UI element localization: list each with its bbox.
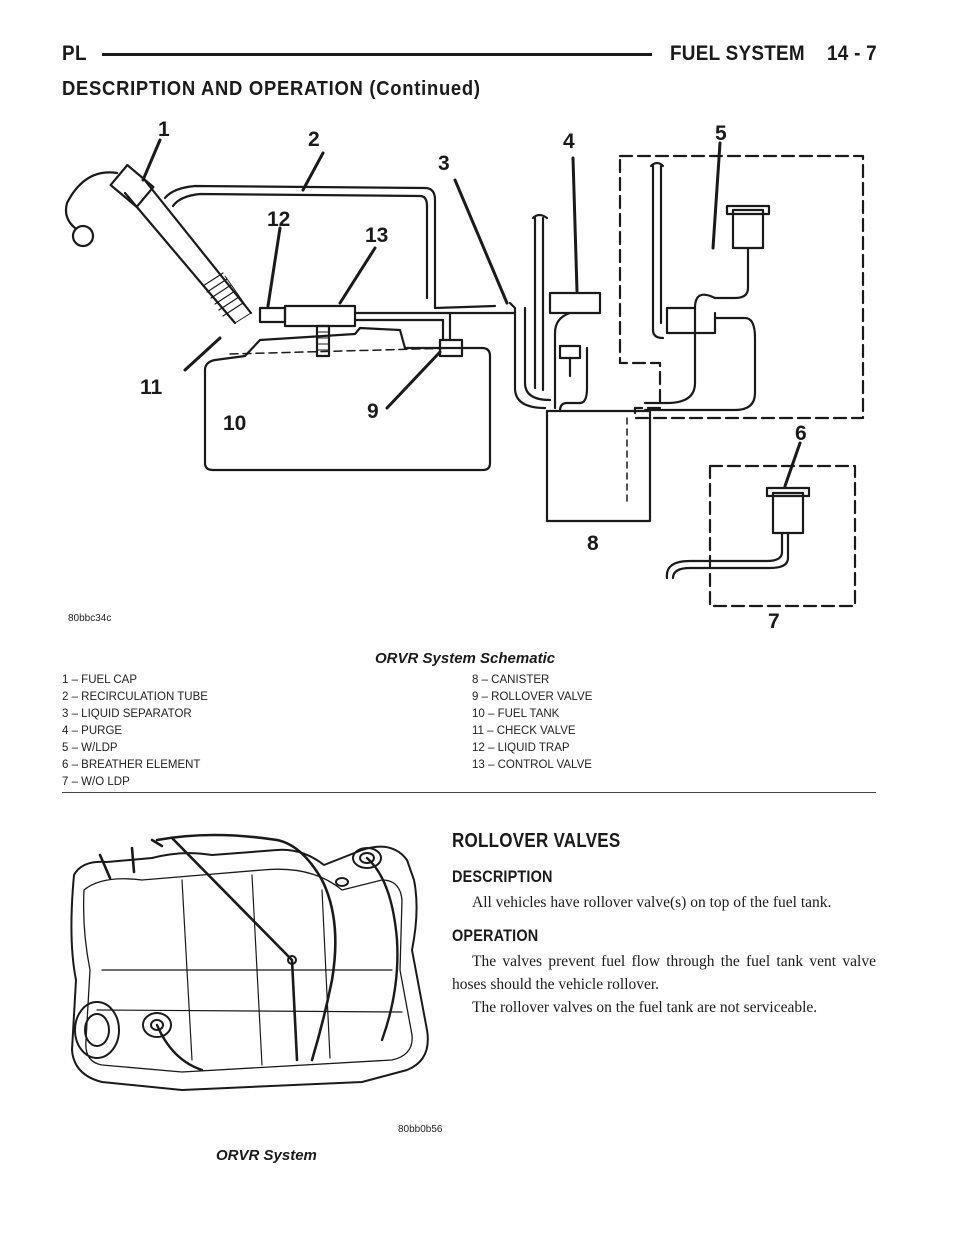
legend-item: 3 – LIQUID SEPARATOR <box>62 708 192 720</box>
callout-13: 13 <box>365 224 388 247</box>
description-heading: DESCRIPTION <box>452 867 553 886</box>
rollover-valves-article: ROLLOVER VALVES DESCRIPTION All vehicles… <box>452 830 876 1019</box>
legend-item: 6 – BREATHER ELEMENT <box>62 759 201 771</box>
article-title: ROLLOVER VALVES <box>452 830 621 852</box>
operation-heading: OPERATION <box>452 926 539 945</box>
rollover-valve <box>438 338 464 358</box>
orvr-schematic-figure: 1 2 3 4 5 6 7 8 9 10 11 12 13 <box>64 118 865 633</box>
operation-text-1: The valves prevent fuel flow through the… <box>452 953 876 993</box>
callout-4: 4 <box>563 130 575 153</box>
callout-8: 8 <box>587 532 599 555</box>
header-rule <box>102 53 652 56</box>
callout-1: 1 <box>158 118 170 141</box>
figure2-code: 80bb0b56 <box>398 1124 443 1135</box>
figure2-caption: ORVR System <box>216 1147 317 1164</box>
wldp-box <box>618 154 865 420</box>
legend-item: 1 – FUEL CAP <box>62 674 137 686</box>
callout-11: 11 <box>140 376 163 399</box>
purge-valve <box>548 291 602 315</box>
vent-hose <box>155 833 337 1062</box>
orvr-system-illustration <box>70 833 429 1091</box>
header-section-code: PL <box>62 42 88 65</box>
callout-6: 6 <box>795 422 807 445</box>
wo-ldp-box <box>708 464 857 608</box>
legend-item: 4 – PURGE <box>62 725 123 737</box>
tank-body <box>70 845 429 1091</box>
legend-item: 2 – RECIRCULATION TUBE <box>62 691 208 703</box>
callout-12: 12 <box>267 208 290 231</box>
figure1-code: 80bbc34c <box>68 613 112 624</box>
operation-text-2: The rollover valves on the fuel tank are… <box>472 999 818 1016</box>
liquid-trap <box>258 306 287 324</box>
page-header: PL FUEL SYSTEM 14 - 7 <box>62 40 877 70</box>
callout-7: 7 <box>768 610 780 633</box>
control-valve <box>283 304 357 328</box>
header-chapter-page: FUEL SYSTEM 14 - 7 <box>670 42 877 65</box>
legend-item: 7 – W/O LDP <box>62 776 130 788</box>
callout-2: 2 <box>308 128 320 151</box>
recirculation-tube <box>163 184 497 310</box>
callout-5: 5 <box>715 122 727 145</box>
legend-item: 10 – FUEL TANK <box>472 708 560 720</box>
legend-left-column: 1 – FUEL CAP 2 – RECIRCULATION TUBE 3 – … <box>62 672 208 791</box>
legend-right-column: 8 – CANISTER 9 – ROLLOVER VALVE 10 – FUE… <box>472 672 592 774</box>
rollover-valve-port <box>142 1012 172 1038</box>
legend-item: 11 – CHECK VALVE <box>472 725 576 737</box>
legend-item: 5 – W/LDP <box>62 742 118 754</box>
figure1-caption: ORVR System Schematic <box>375 650 556 667</box>
filler-spud <box>352 847 382 869</box>
callout-3: 3 <box>438 152 450 175</box>
legend-divider <box>62 792 876 793</box>
pump-module <box>74 1001 120 1059</box>
legend-item: 13 – CONTROL VALVE <box>472 759 592 771</box>
callout-10: 10 <box>223 412 246 435</box>
legend-item: 12 – LIQUID TRAP <box>472 742 570 754</box>
legend-item: 9 – ROLLOVER VALVE <box>472 691 593 703</box>
legend-item: 8 – CANISTER <box>472 674 550 686</box>
callout-9: 9 <box>367 400 379 423</box>
fuel-tank-outline <box>203 326 492 472</box>
canister <box>545 409 652 523</box>
liquid-separator <box>448 301 547 410</box>
section-title: DESCRIPTION AND OPERATION (Continued) <box>62 78 481 100</box>
breather-element <box>771 491 805 535</box>
description-text: All vehicles have rollover valve(s) on t… <box>472 894 832 911</box>
